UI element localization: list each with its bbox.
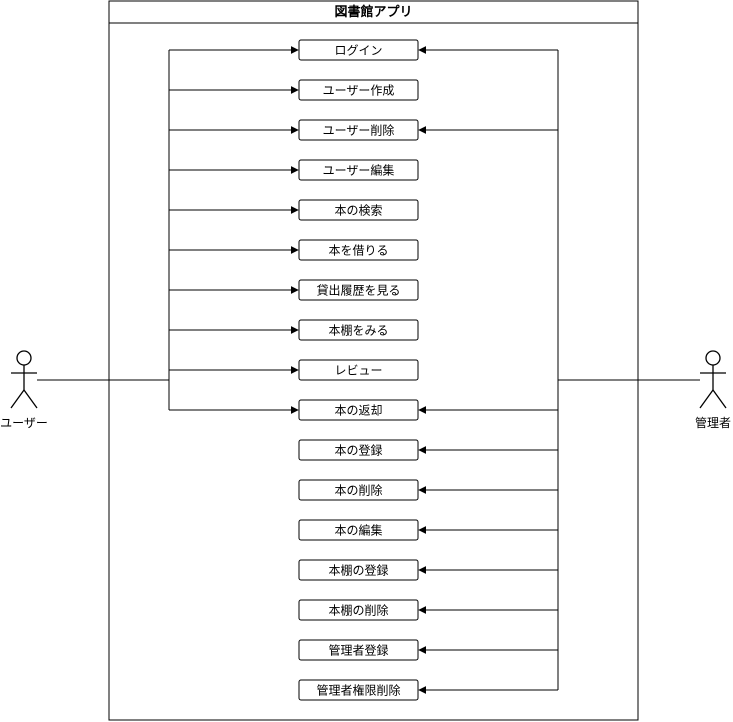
use-case-label: 管理者権限削除 — [316, 683, 400, 698]
use-case-uc8[interactable]: 本棚をみる — [298, 319, 419, 341]
use-case-uc4[interactable]: ユーザー編集 — [298, 159, 419, 181]
use-case-label: 管理者登録 — [328, 643, 388, 658]
use-case-box — [298, 199, 419, 221]
use-case-label: 本の削除 — [334, 483, 382, 498]
actor-user[interactable]: ユーザー — [0, 350, 48, 430]
use-case-uc2[interactable]: ユーザー作成 — [298, 79, 419, 101]
use-case-uc3[interactable]: ユーザー削除 — [298, 119, 419, 141]
use-case-box — [298, 399, 419, 421]
actor-user-label: ユーザー — [0, 416, 48, 430]
use-case-box — [298, 279, 419, 301]
use-case-box — [298, 79, 419, 101]
use-case-box — [298, 639, 419, 661]
use-case-box — [298, 679, 419, 701]
user-stick-figure-icon — [10, 350, 38, 409]
use-case-box — [298, 599, 419, 621]
use-case-uc15[interactable]: 本棚の削除 — [298, 599, 419, 621]
use-case-label: ユーザー削除 — [323, 123, 395, 138]
use-case-uc9[interactable]: レビュー — [298, 359, 419, 381]
use-case-box — [298, 119, 419, 141]
connector-lines — [37, 46, 700, 694]
use-case-uc6[interactable]: 本を借りる — [298, 239, 419, 261]
use-case-uc1[interactable]: ログイン — [298, 39, 419, 61]
use-case-uc13[interactable]: 本の編集 — [298, 519, 419, 541]
use-case-uc10[interactable]: 本の返却 — [298, 399, 419, 421]
use-case-uc12[interactable]: 本の削除 — [298, 479, 419, 501]
use-case-box — [298, 239, 419, 261]
use-case-box — [298, 159, 419, 181]
use-case-label: ユーザー作成 — [323, 84, 395, 98]
use-case-uc11[interactable]: 本の登録 — [298, 439, 419, 461]
use-case-box — [298, 319, 419, 341]
use-case-label: ログイン — [334, 44, 382, 58]
use-case-label: 本の登録 — [334, 443, 382, 458]
actor-admin[interactable]: 管理者 — [695, 350, 731, 430]
use-case-label: レビュー — [334, 364, 382, 378]
use-case-uc16[interactable]: 管理者登録 — [298, 639, 419, 661]
use-case-box — [298, 439, 419, 461]
use-case-label: 本棚の削除 — [328, 603, 388, 618]
use-case-label: 本棚の登録 — [328, 563, 388, 578]
use-case-label: ユーザー編集 — [323, 163, 395, 178]
actor-admin-label: 管理者 — [695, 415, 731, 430]
use-case-box — [298, 559, 419, 581]
use-case-uc5[interactable]: 本の検索 — [298, 199, 419, 221]
use-case-uc7[interactable]: 貸出履歴を見る — [298, 279, 419, 301]
system-title: 図書館アプリ — [334, 4, 412, 20]
admin-stick-figure-icon — [699, 350, 727, 409]
use-case-box — [298, 479, 419, 501]
use-case-box — [298, 519, 419, 541]
use-case-label: 本を借りる — [328, 244, 388, 258]
use-case-label: 本の編集 — [334, 523, 382, 538]
use-case-box — [298, 359, 419, 381]
use-case-box — [298, 39, 419, 61]
use-case-label: 貸出履歴を見る — [316, 283, 400, 298]
use-case-label: 本の検索 — [334, 204, 382, 218]
use-case-uc17[interactable]: 管理者権限削除 — [298, 679, 419, 701]
use-case-uc14[interactable]: 本棚の登録 — [298, 559, 419, 581]
use-case-list: ログインユーザー作成ユーザー削除ユーザー編集本の検索本を借りる貸出履歴を見る本棚… — [298, 39, 419, 701]
use-case-label: 本棚をみる — [328, 323, 388, 338]
use-case-label: 本の返却 — [334, 404, 382, 418]
